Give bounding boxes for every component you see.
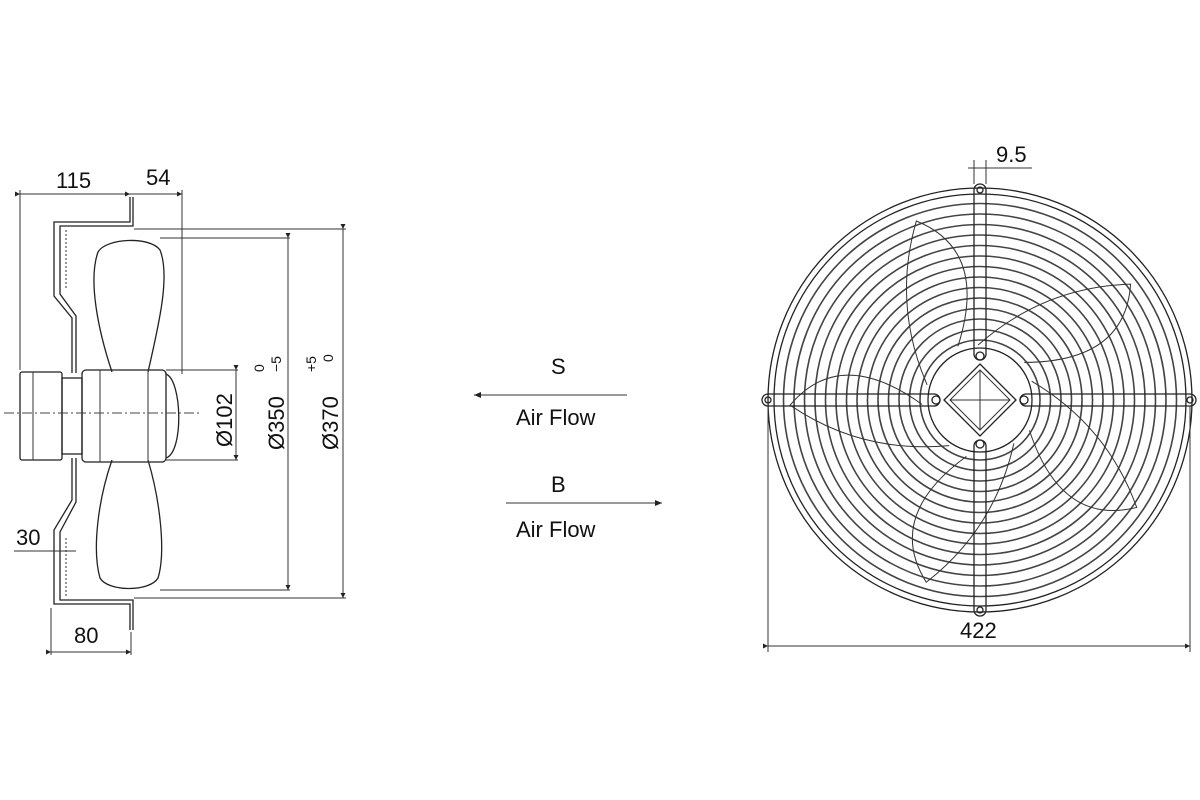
guard-ring xyxy=(856,276,1104,524)
fan-blade-outline xyxy=(906,220,968,386)
motor-body xyxy=(61,377,83,455)
tol-370-upper: +5 xyxy=(303,356,319,372)
fan-blades xyxy=(789,220,1138,583)
blade-upper xyxy=(93,239,165,373)
mount-bar-bottom xyxy=(973,439,987,617)
guard-ring xyxy=(845,265,1115,535)
mount-bar-right xyxy=(1019,393,1197,407)
hub-diamond xyxy=(943,363,1017,437)
bolt-top xyxy=(975,351,985,361)
dim-label-115: 115 xyxy=(56,168,91,193)
dim-label-30: 30 xyxy=(16,525,40,550)
fan-blade-outline xyxy=(977,283,1132,363)
tol-370-lower: 0 xyxy=(320,354,336,362)
mount-hole-right xyxy=(1186,396,1194,404)
guard-ring xyxy=(919,339,1041,461)
bolt-bottom xyxy=(975,439,985,449)
guard-ring xyxy=(908,328,1052,472)
housing-profile-lower-inner xyxy=(59,458,134,630)
airflow-b-text: Air Flow xyxy=(516,517,596,542)
motor-hub xyxy=(81,369,167,463)
tol-350-upper: 0 xyxy=(251,364,267,372)
fan-blade-outline xyxy=(1028,380,1138,512)
side-view: 115 54 30 80 Ø102 Ø350 0 −5 Ø370 +5 0 xyxy=(4,165,346,655)
guard-rings xyxy=(782,202,1178,598)
bolt-right xyxy=(1019,395,1029,405)
fan-blade-outline xyxy=(911,443,1015,583)
dim-label-80: 80 xyxy=(74,623,98,648)
guard-ring xyxy=(866,286,1094,514)
guard-ring xyxy=(835,255,1125,545)
dim-label-9-5: 9.5 xyxy=(996,142,1027,167)
guard-ring xyxy=(898,318,1062,482)
airflow-s-text: Air Flow xyxy=(516,405,596,430)
motor-front-dome xyxy=(165,373,180,459)
guard-ring xyxy=(824,244,1136,556)
outer-ring-inner xyxy=(773,193,1187,607)
housing-profile-upper-inner xyxy=(59,197,134,373)
guard-ring xyxy=(887,307,1073,493)
guard-ring xyxy=(814,234,1146,566)
guard-ring xyxy=(793,213,1167,587)
airflow-legend: S Air Flow B Air Flow xyxy=(474,354,662,542)
guard-ring xyxy=(782,202,1178,598)
mount-bar-left xyxy=(761,393,941,407)
guard-ring xyxy=(803,223,1157,577)
front-view: 9.5 422 xyxy=(761,142,1197,652)
housing-profile-upper xyxy=(53,197,131,373)
fan-blade-outline xyxy=(789,374,950,448)
dim-label-422: 422 xyxy=(960,618,997,643)
airflow-b-label: B xyxy=(551,472,566,497)
dim-label-d350: Ø350 xyxy=(264,396,289,450)
bolt-left xyxy=(931,395,941,405)
airflow-s-label: S xyxy=(551,354,566,379)
hub-circle xyxy=(927,347,1033,453)
housing-profile-lower xyxy=(53,458,131,630)
mount-hole-bottom xyxy=(976,606,984,614)
dim-label-54: 54 xyxy=(146,165,170,190)
dim-label-d102: Ø102 xyxy=(212,393,237,447)
mount-hole-left xyxy=(764,396,772,404)
tol-350-lower: −5 xyxy=(268,356,284,372)
dim-label-d370: Ø370 xyxy=(318,396,343,450)
mount-hole-top xyxy=(976,186,984,194)
mount-bar-top xyxy=(973,183,987,361)
blade-lower xyxy=(95,459,163,590)
outer-ring xyxy=(767,187,1193,613)
motor-rear-cap xyxy=(19,371,63,461)
guard-ring xyxy=(877,297,1083,503)
